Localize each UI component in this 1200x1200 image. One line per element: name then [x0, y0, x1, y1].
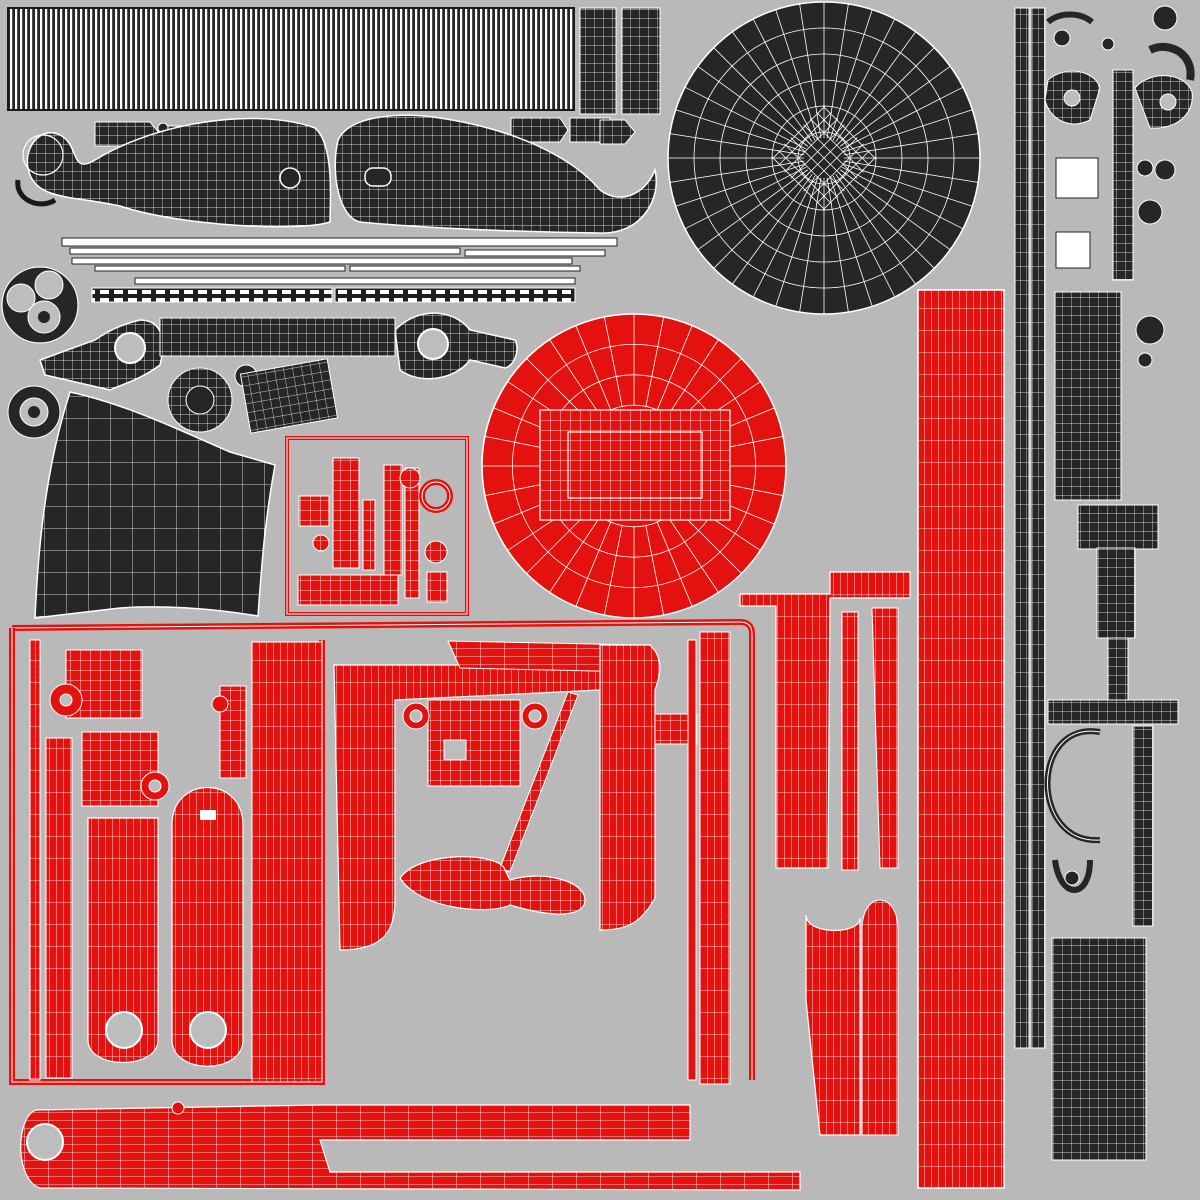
- wire-spoke: [603, 524, 623, 616]
- red-disk-center-rect: [539, 409, 731, 521]
- wire-ring: [719, 53, 929, 263]
- wire-spoke: [837, 171, 935, 269]
- wrench-bar: [159, 317, 396, 357]
- wire-spoke: [841, 166, 964, 230]
- red-center-column: [599, 644, 698, 931]
- small-grid-patch: [239, 358, 339, 434]
- dark-t-piece: [1047, 504, 1179, 725]
- red-pill-arm-2: [171, 786, 244, 1067]
- wire-spoke: [675, 163, 806, 207]
- wire-spoke: [731, 31, 813, 143]
- wire-spoke: [697, 65, 809, 147]
- wire-spoke: [656, 521, 693, 607]
- wire-spoke: [669, 133, 805, 156]
- wire-spoke: [826, 3, 849, 139]
- wire-grid-line: [809, 143, 864, 198]
- wire-spoke: [549, 339, 601, 417]
- red-outer-frame: [9, 618, 755, 1085]
- red-disk-inner-rect: [567, 431, 703, 499]
- wire-spoke: [667, 339, 719, 417]
- wire-spoke: [669, 160, 805, 183]
- wire-grid-line: [815, 149, 871, 205]
- wire-spoke: [645, 524, 665, 616]
- red-lower-hook: [805, 899, 899, 1136]
- wire-ring: [693, 27, 955, 289]
- wire-spoke: [713, 47, 811, 145]
- wire-ring: [771, 105, 877, 211]
- dark-curved-panel: [34, 391, 276, 619]
- wire-spoke: [799, 177, 822, 313]
- wire-spoke: [575, 521, 612, 607]
- wire-spoke: [684, 166, 807, 230]
- wire-spoke: [731, 173, 813, 285]
- wire-spoke: [549, 515, 601, 593]
- wire-grid-line: [803, 137, 858, 192]
- wire-spoke: [832, 175, 896, 298]
- wire-spoke: [829, 9, 873, 140]
- wire-spoke: [799, 3, 822, 139]
- wire-spoke: [775, 176, 819, 307]
- wire-spoke: [752, 18, 816, 141]
- right-top-mechanics: [1044, 5, 1195, 368]
- red-t-bars: [739, 571, 911, 871]
- wire-spoke: [656, 325, 693, 411]
- wire-spoke: [713, 171, 811, 269]
- wire-spoke: [645, 316, 665, 408]
- red-parts-panel: [285, 436, 469, 616]
- thin-white-bars: [61, 237, 618, 303]
- red-thin-frame-right: [687, 631, 731, 1085]
- wire-spoke: [837, 47, 935, 145]
- wire-spoke: [575, 325, 612, 411]
- wire-spoke: [841, 86, 964, 150]
- red-pill-arm-1: [87, 817, 159, 1064]
- wire-spoke: [835, 31, 917, 143]
- wire-spoke: [843, 133, 979, 156]
- wire-ring: [512, 343, 757, 588]
- dark-slim-bar: [1132, 725, 1154, 927]
- wire-ring: [745, 79, 903, 237]
- wire-spoke: [684, 86, 807, 150]
- dark-disk-radial: [667, 1, 981, 315]
- gear-cluster: [1, 266, 258, 439]
- wire-grid-line: [822, 156, 877, 211]
- wire-grid-line: [790, 137, 845, 192]
- wire-grid-line: [796, 130, 852, 186]
- red-fish-shape: [399, 856, 586, 915]
- dark-hook: [1044, 728, 1101, 893]
- wire-spoke: [697, 169, 809, 251]
- dark-grid-block: [1054, 291, 1122, 501]
- dark-grid-panel-bottom: [1051, 937, 1147, 1161]
- wire-spoke: [842, 163, 973, 207]
- wire-spoke: [603, 316, 623, 408]
- red-blocks-left: [49, 649, 247, 807]
- red-disk: [481, 313, 787, 619]
- wire-spoke: [826, 177, 849, 313]
- wire-grid-line: [784, 143, 839, 198]
- wire-grid-line: [777, 149, 833, 205]
- top-striped-band: [7, 7, 661, 115]
- wire-spoke: [839, 65, 951, 147]
- wire-spoke: [752, 175, 816, 298]
- wire-grid-line: [771, 156, 826, 211]
- wire-spoke: [775, 9, 819, 140]
- wire-spoke: [832, 18, 896, 141]
- wire-spoke: [667, 515, 719, 593]
- wire-spoke: [839, 169, 951, 251]
- red-tall-plank: [251, 641, 323, 1083]
- red-tall-strip: [917, 289, 1005, 1189]
- wire-spoke: [835, 173, 917, 285]
- wire-spoke: [843, 160, 979, 183]
- dark-long-strip-1: [1014, 7, 1046, 1049]
- small-boat-shapes: [94, 117, 636, 147]
- red-lower-arm: [20, 1101, 801, 1191]
- mustache-dark-piece: [15, 114, 657, 234]
- wrench-right: [394, 312, 518, 380]
- wire-spoke: [675, 109, 806, 153]
- wire-spoke: [842, 109, 973, 153]
- wire-spoke: [829, 176, 873, 307]
